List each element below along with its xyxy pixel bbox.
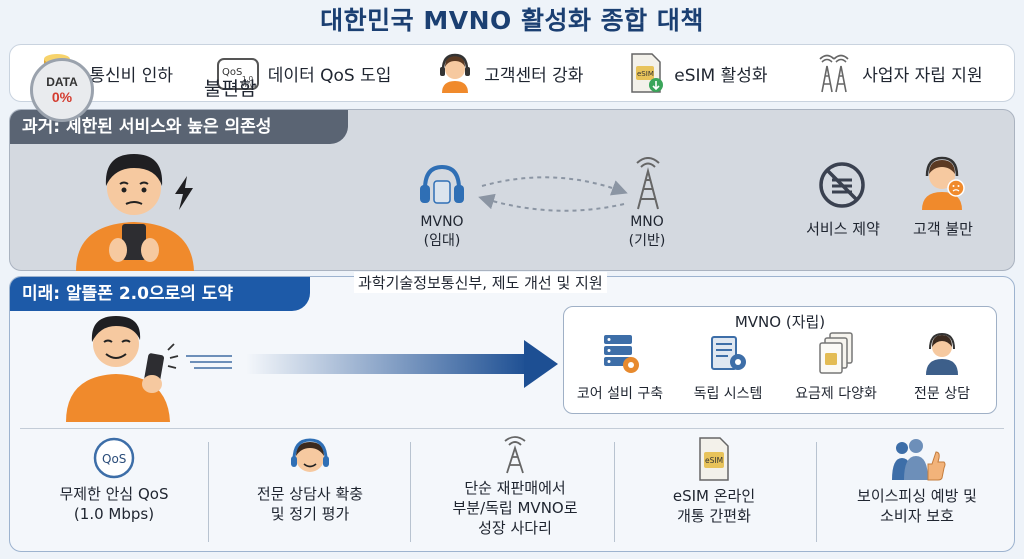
outcome-protection-line1: 보이스피싱 예방 및 bbox=[857, 487, 977, 505]
mno-sub: (기반) bbox=[628, 233, 666, 249]
dependency-arrows bbox=[478, 176, 628, 212]
headset-icon bbox=[420, 164, 464, 204]
system-gear-icon bbox=[711, 336, 746, 370]
outcome-divider-1 bbox=[208, 442, 209, 542]
page-title: 대한민국 MVNO 활성화 종합 대책 bbox=[320, 6, 704, 35]
outcome-agents: 전문 상담사 확충 및 정기 평가 bbox=[220, 436, 400, 524]
outcome-growth: 단순 재판매에서 부분/독립 MVNO로 성장 사다리 bbox=[420, 436, 610, 538]
data-badge-value: 0% bbox=[51, 89, 73, 105]
uncomfortable-label: 불편함 bbox=[204, 78, 257, 100]
mvno-item-core-label: 코어 설비 구축 bbox=[576, 386, 664, 402]
ministry-support-label: 과학기술정보통신부, 제도 개선 및 지원 bbox=[354, 272, 607, 293]
mno-node: MNO (기반) bbox=[615, 213, 679, 251]
policy-banner: 통신비 인하 QoS 1.0 Mcys 데이터 QoS 도입 고객센터 강화 bbox=[9, 44, 1015, 102]
customer-complaint-label: 고객 불만 bbox=[913, 220, 973, 238]
future-header: 미래: 알뜰폰 2.0으로의 도약 bbox=[10, 277, 310, 311]
outcome-agents-line2: 및 정기 평가 bbox=[270, 505, 350, 523]
svg-text:1.0: 1.0 bbox=[242, 75, 253, 83]
outcome-qos-line1: 무제한 안심 QoS bbox=[59, 485, 169, 503]
mvno-rent-sub: (임대) bbox=[423, 233, 461, 249]
mvno-item-plans: 요금제 다양화 bbox=[786, 331, 886, 403]
people-thumbs-up-icon bbox=[892, 439, 946, 481]
banner-label-esim: eSIM 활성화 bbox=[674, 65, 768, 86]
banner-label-cost: 통신비 인하 bbox=[89, 65, 173, 86]
banner-item-esim: eSIM eSIM 활성화 bbox=[626, 52, 768, 94]
sim-cards-icon bbox=[819, 332, 853, 374]
svg-text:eSIM: eSIM bbox=[705, 456, 723, 465]
mvno-item-system-label: 독립 시스템 bbox=[693, 386, 763, 402]
banner-label-independence: 사업자 자립 지원 bbox=[862, 65, 983, 86]
section-divider bbox=[20, 428, 1004, 429]
banner-label-qos: 데이터 QoS 도입 bbox=[267, 65, 392, 86]
outcome-divider-3 bbox=[614, 442, 615, 542]
tower-icon bbox=[810, 52, 854, 94]
outcome-protection: 보이스피싱 예방 및 소비자 보호 bbox=[824, 436, 1010, 526]
outcome-growth-line1: 단순 재판매에서 bbox=[464, 479, 566, 497]
worried-person-illustration bbox=[76, 154, 194, 271]
antenna-icon bbox=[504, 436, 526, 474]
outcome-growth-line2: 부분/독립 MVNO로 bbox=[452, 499, 578, 517]
banner-label-callcenter: 고객센터 강화 bbox=[484, 65, 584, 86]
outcome-divider-4 bbox=[816, 442, 817, 542]
banner-item-callcenter: 고객센터 강화 bbox=[434, 51, 583, 95]
esim-card-icon: eSIM bbox=[626, 52, 666, 94]
happy-person-illustration bbox=[66, 316, 179, 422]
consultant-icon bbox=[926, 332, 958, 375]
svg-text:QoS: QoS bbox=[102, 452, 126, 466]
outcome-divider-2 bbox=[410, 442, 411, 542]
mvno-item-system: 독립 시스템 bbox=[678, 331, 778, 403]
svg-text:eSIM: eSIM bbox=[637, 70, 654, 78]
mvno-item-consult-label: 전문 상담 bbox=[914, 386, 970, 402]
banner-item-qos: QoS 1.0 Mcys 데이터 QoS 도입 bbox=[216, 53, 392, 93]
agent-icon bbox=[291, 438, 329, 472]
outcome-agents-line1: 전문 상담사 확충 bbox=[256, 485, 364, 503]
data-badge-label: DATA bbox=[46, 75, 78, 89]
mvno-item-plans-label: 요금제 다양화 bbox=[795, 386, 877, 402]
mvno-independent-title: MVNO (자립) bbox=[734, 313, 826, 331]
banner-item-independence: 사업자 자립 지원 bbox=[810, 52, 983, 94]
mvno-item-consult: 전문 상담 bbox=[892, 331, 992, 403]
outcome-esim-line1: eSIM 온라인 bbox=[672, 487, 756, 505]
cell-tower-icon bbox=[636, 157, 660, 210]
data-zero-badge: DATA 0% bbox=[30, 58, 94, 122]
svg-text:Mcys: Mcys bbox=[241, 82, 256, 89]
mno-label: MNO bbox=[630, 214, 664, 230]
outcome-esim-line2: 개통 간편화 bbox=[677, 507, 751, 525]
svg-text:QoS: QoS bbox=[222, 67, 242, 78]
past-header: 과거: 제한된 서비스와 높은 의존성 bbox=[10, 110, 348, 144]
server-gear-icon bbox=[604, 335, 639, 373]
outcome-protection-line2: 소비자 보호 bbox=[880, 507, 954, 525]
growth-arrow bbox=[186, 340, 558, 388]
outcome-qos: QoS 무제한 안심 QoS (1.0 Mbps) bbox=[24, 436, 204, 524]
qos-circle-icon: QoS bbox=[93, 437, 135, 479]
lightning-icon bbox=[175, 176, 193, 210]
unhappy-agent-icon bbox=[922, 156, 965, 210]
mvno-rent-node: MVNO (임대) bbox=[410, 213, 474, 251]
agent-headset-icon bbox=[434, 51, 476, 95]
esim-icon: eSIM bbox=[699, 437, 729, 481]
qos-chip-icon: QoS 1.0 Mcys bbox=[216, 53, 260, 93]
outcome-esim: eSIM eSIM 온라인 개통 간편화 bbox=[624, 436, 804, 526]
outcome-growth-line3: 성장 사다리 bbox=[478, 519, 552, 537]
mvno-independent-box: MVNO (자립) 코어 설비 구축 독립 시스템 요금제 다양화 bbox=[563, 306, 997, 414]
prohibited-service-icon bbox=[819, 162, 865, 208]
mvno-item-core: 코어 설비 구축 bbox=[570, 331, 670, 403]
service-limit-label: 서비스 제약 bbox=[806, 220, 880, 238]
mvno-rent-label: MVNO bbox=[420, 214, 464, 230]
outcome-qos-line2: (1.0 Mbps) bbox=[73, 505, 155, 523]
